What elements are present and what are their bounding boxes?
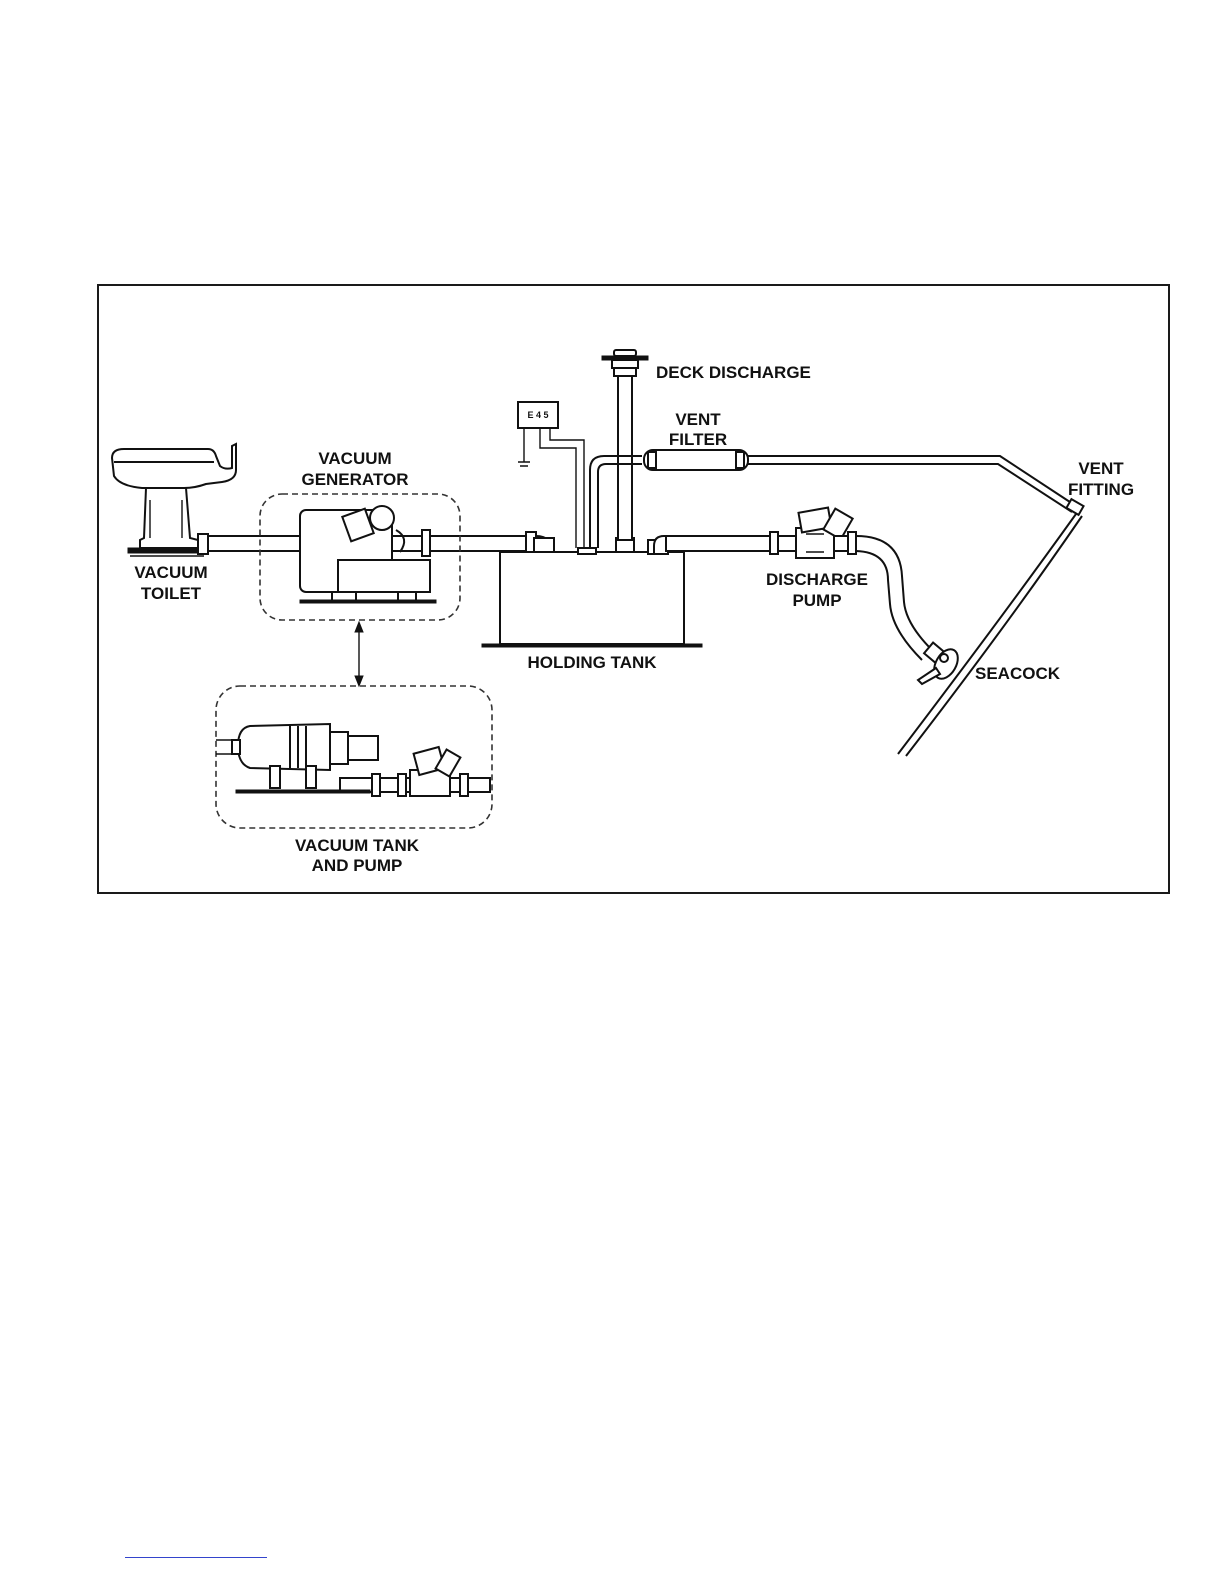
label-deck-discharge: DECK DISCHARGE: [656, 363, 811, 382]
label-vacuum-generator-line1: VACUUM: [318, 449, 391, 468]
label-holding-tank: HOLDING TANK: [527, 653, 657, 672]
label-vacuum-toilet-line2: TOILET: [141, 584, 202, 603]
footer-rule: [125, 1557, 267, 1558]
vacuum-tank-and-pump: [216, 686, 492, 828]
label-vent-filter-line2: FILTER: [669, 430, 727, 449]
hull-line: [898, 514, 1082, 756]
label-vent-fitting-line2: FITTING: [1068, 480, 1134, 499]
label-seacock: SEACOCK: [975, 664, 1061, 683]
label-vacuum-tank-pump-line2: AND PUMP: [312, 856, 403, 875]
connector-arrow: [355, 622, 363, 686]
tank-level-gauge: E 4 5: [518, 402, 584, 548]
label-vent-fitting-line1: VENT: [1078, 459, 1124, 478]
vent-filter: [644, 450, 748, 470]
gauge-readout: E 4 5: [527, 410, 548, 420]
deck-discharge-pipe: [602, 350, 648, 540]
label-discharge-pump-line2: PUMP: [792, 591, 841, 610]
vacuum-generator: [260, 494, 460, 620]
label-discharge-pump-line1: DISCHARGE: [766, 570, 868, 589]
label-vent-filter-line1: VENT: [675, 410, 721, 429]
label-vacuum-generator-line2: GENERATOR: [301, 470, 408, 489]
label-vacuum-tank-pump-line1: VACUUM TANK: [295, 836, 420, 855]
label-vacuum-toilet-line1: VACUUM: [134, 563, 207, 582]
